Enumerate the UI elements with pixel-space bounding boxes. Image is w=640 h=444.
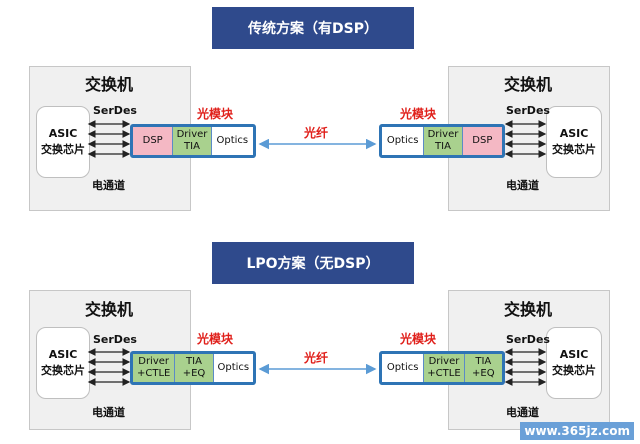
bottom-right-channel-label: 电通道 [506,406,539,419]
bottom-title: LPO方案（无DSP） [212,242,414,284]
module-cell: Optics [382,127,425,155]
module-cell: TIA +EQ [175,354,214,382]
top-right-serdes-arrows [504,120,547,158]
module-cell: Driver TIA [173,127,212,155]
bottom-left-channel-label: 电通道 [92,406,125,419]
module-cell: DSP [462,127,502,155]
asic-sublabel: 交换芯片 [552,143,596,156]
bottom-left-serdes-label: SerDes [93,333,137,346]
module-cell: Optics [382,354,425,382]
module-cell: Optics [213,354,253,382]
top-right-optical-module: Optics Driver TIA DSP [379,124,505,158]
asic-label: ASIC [559,348,589,361]
bottom-right-module-label: 光模块 [400,332,437,346]
bottom-fiber-label: 光纤 [304,351,329,365]
top-right-asic-chip: ASIC 交换芯片 [546,106,602,178]
top-right-module-label: 光模块 [400,107,437,121]
bottom-left-serdes-arrows [87,348,131,386]
asic-label: ASIC [48,348,78,361]
top-right-serdes-label: SerDes [506,104,550,117]
asic-label: ASIC [559,127,589,140]
bottom-left-module-label: 光模块 [197,332,234,346]
asic-label: ASIC [48,127,78,140]
top-fiber-label: 光纤 [304,126,329,140]
top-left-serdes-arrows [87,120,131,158]
bottom-right-serdes-arrows [504,348,547,386]
watermark: www.365jz.com [520,422,634,440]
top-right-channel-label: 电通道 [506,179,539,192]
asic-sublabel: 交换芯片 [552,364,596,377]
module-cell: Driver +CTLE [133,354,176,382]
bottom-left-optical-module: Driver +CTLE TIA +EQ Optics [130,351,256,385]
top-left-switch-title: 交换机 [84,75,133,94]
module-cell: TIA +EQ [464,354,502,382]
top-left-channel-label: 电通道 [92,179,125,192]
bottom-left-asic-chip: ASIC 交换芯片 [36,327,90,399]
bottom-left-switch-title: 交换机 [84,300,133,319]
top-right-switch-title: 交换机 [503,75,552,94]
top-left-optical-module: DSP Driver TIA Optics [130,124,256,158]
bottom-right-serdes-label: SerDes [506,333,550,346]
module-cell: DSP [133,127,174,155]
top-left-module-label: 光模块 [197,107,234,121]
top-left-serdes-label: SerDes [93,104,137,117]
module-cell: Driver +CTLE [424,354,465,382]
asic-sublabel: 交换芯片 [41,364,85,377]
top-left-asic-chip: ASIC 交换芯片 [36,106,90,178]
module-cell: Optics [211,127,253,155]
module-cell: Driver TIA [424,127,463,155]
bottom-right-optical-module: Optics Driver +CTLE TIA +EQ [379,351,505,385]
bottom-right-switch-title: 交换机 [503,300,552,319]
asic-sublabel: 交换芯片 [41,143,85,156]
bottom-right-asic-chip: ASIC 交换芯片 [546,327,602,399]
top-title: 传统方案（有DSP） [212,7,414,49]
